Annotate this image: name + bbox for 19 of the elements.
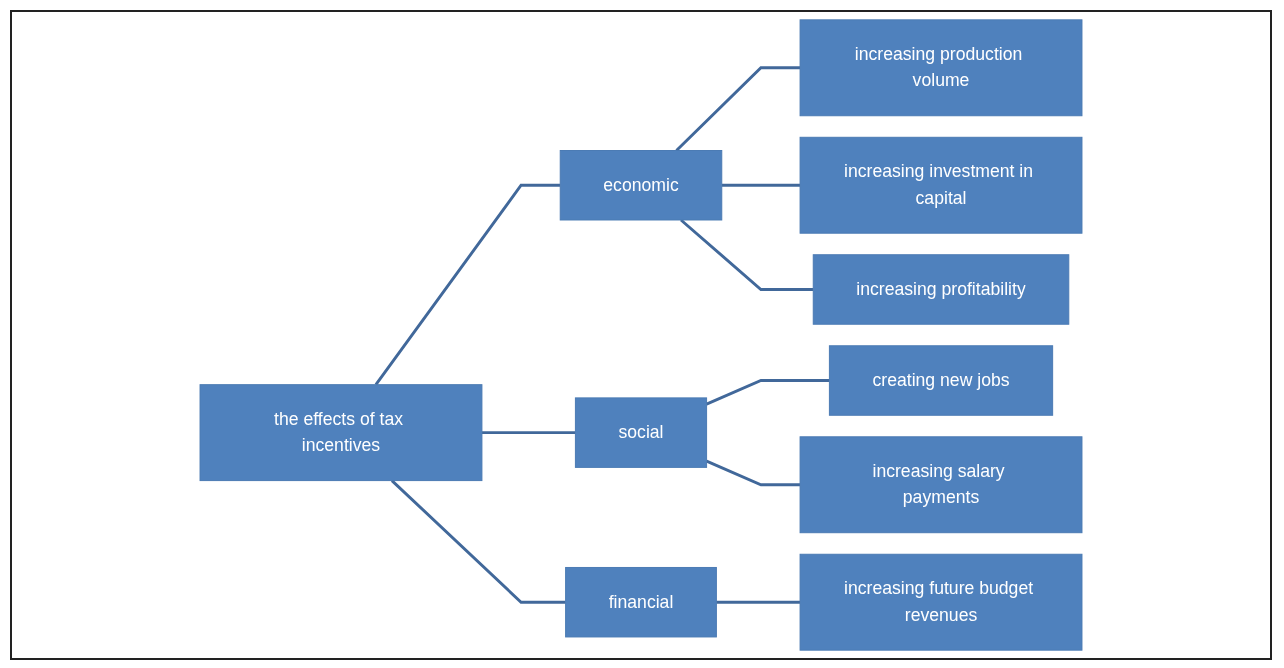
connector (390, 479, 566, 604)
connector (374, 183, 561, 386)
connector (716, 600, 801, 604)
node-box: social (574, 397, 708, 468)
node-box: the effects of tax incentives (199, 384, 483, 482)
connector (481, 431, 576, 435)
node-box: financial (565, 566, 717, 638)
node-box: increasing investment in capital (799, 136, 1083, 234)
node-box: increasing salary payments (799, 436, 1083, 534)
connector (706, 459, 801, 487)
connector (721, 183, 801, 187)
connector (675, 66, 801, 152)
node-box: creating new jobs (828, 345, 1054, 416)
connector (680, 218, 814, 291)
connector (706, 379, 830, 406)
node-box: economic (559, 150, 723, 221)
node-box: increasing profitability (812, 254, 1070, 325)
node-box: increasing future budget revenues (799, 553, 1083, 651)
node-box: increasing production volume (799, 19, 1083, 117)
